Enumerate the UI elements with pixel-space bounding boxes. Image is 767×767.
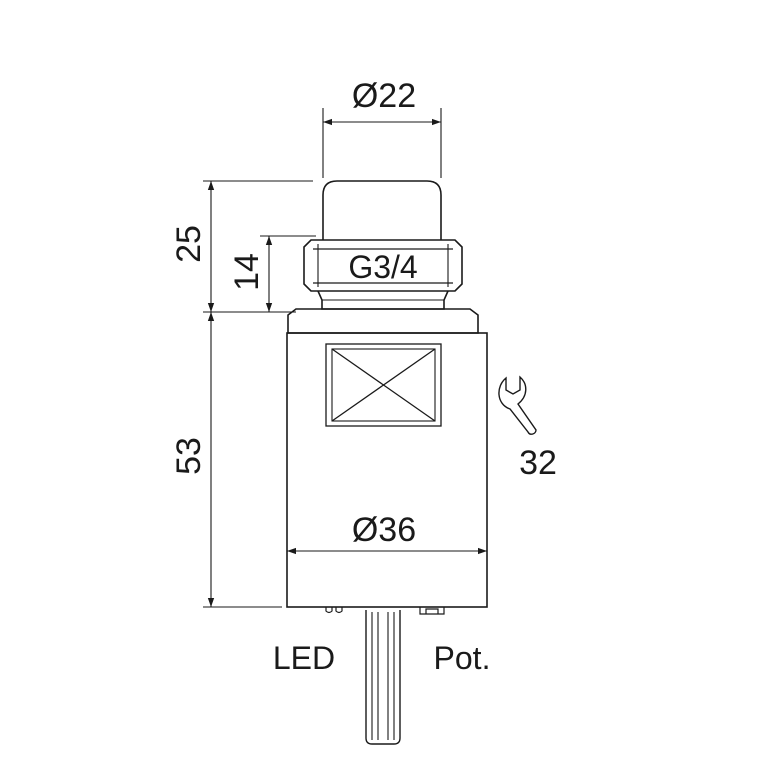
sensor-body — [286, 332, 488, 608]
led-window — [325, 607, 343, 614]
hex-face-marker — [325, 343, 442, 427]
dim-53-label: 53 — [170, 437, 208, 475]
dim-14-lines — [260, 235, 316, 312]
pot-label: Pot. — [434, 640, 491, 676]
wrench-icon — [498, 375, 537, 435]
thread-label: G3/4 — [348, 249, 417, 285]
potentiometer — [419, 607, 445, 615]
sensor-top-cap — [322, 180, 442, 240]
dim-25-label: 25 — [170, 225, 208, 263]
thread-collar — [303, 239, 463, 292]
cable — [365, 610, 401, 745]
dim-14-label: 14 — [228, 253, 266, 291]
dim-top-diameter-label: Ø22 — [352, 77, 416, 115]
sensor-flange — [287, 308, 479, 334]
wrench-size-label: 32 — [519, 444, 557, 482]
dim-body-diameter-label: Ø36 — [352, 511, 416, 549]
led-label: LED — [273, 640, 335, 676]
dim-25-lines — [203, 180, 313, 312]
dim-53-lines — [203, 312, 282, 608]
dim-top-diameter-lines — [322, 108, 442, 178]
